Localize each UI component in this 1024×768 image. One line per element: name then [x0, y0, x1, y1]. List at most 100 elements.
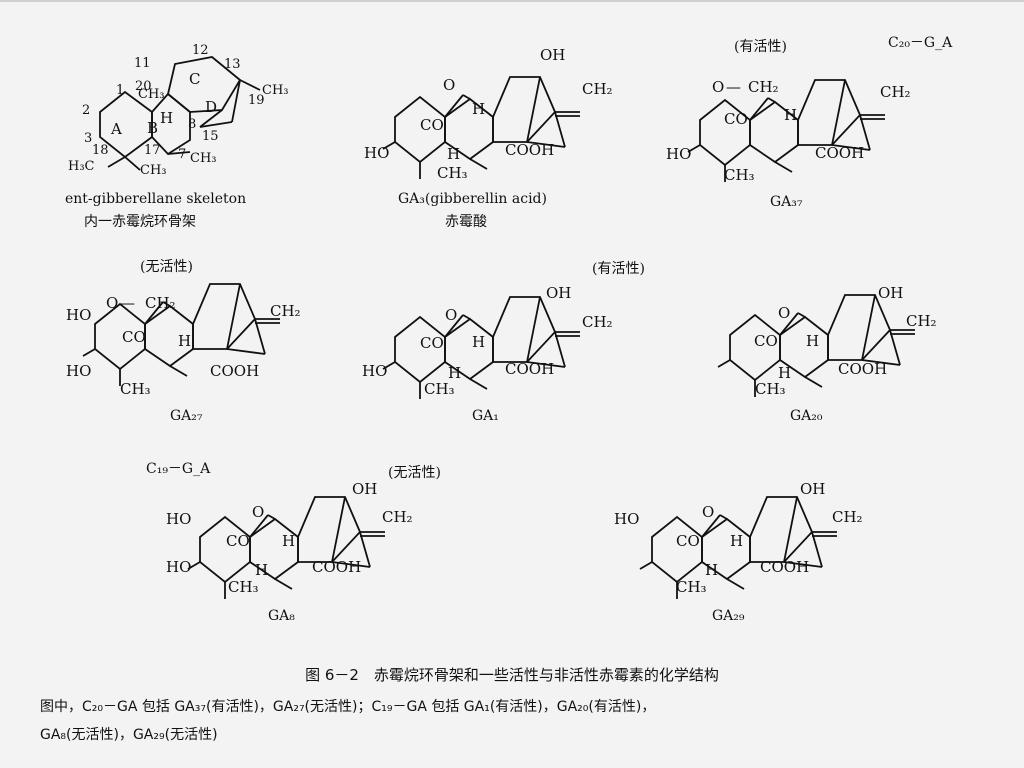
structures-drawing: 11 12 13 20 1 CH₃ 2 3 A B H C D 8 15 7 C…	[65, 43, 937, 624]
figure-note-line-1: 图中，C₂₀－GA 包括 GA₃₇(有活性)，GA₂₇(无活性)；C₁₉－GA …	[40, 699, 656, 715]
svg-text:H: H	[282, 532, 295, 550]
svg-text:OH: OH	[800, 480, 825, 498]
svg-text:OH: OH	[352, 480, 377, 498]
svg-text:CH₃: CH₃	[755, 380, 786, 398]
ga3-structure: HO CO O H H CH₃ COOH OH CH₂ GA₃(gibberel…	[364, 46, 613, 230]
svg-text:COOH: COOH	[815, 144, 864, 162]
svg-text:CO: CO	[420, 334, 444, 352]
svg-text:COOH: COOH	[312, 558, 361, 576]
svg-text:CH₃: CH₃	[437, 164, 468, 182]
svg-text:CO: CO	[122, 328, 146, 346]
svg-text:O: O	[252, 503, 264, 521]
svg-text:H: H	[447, 145, 460, 163]
svg-text:CO: CO	[226, 532, 250, 550]
svg-text:D: D	[205, 98, 217, 116]
ga27-activity-label: (无活性)	[140, 259, 193, 275]
ga8-activity-label: (无活性)	[388, 465, 441, 481]
svg-text:COOH: COOH	[505, 141, 554, 159]
svg-text:1: 1	[116, 83, 124, 98]
svg-text:OH: OH	[546, 284, 571, 302]
svg-text:CH₂: CH₂	[582, 80, 613, 98]
svg-text:O: O	[702, 503, 714, 521]
svg-text:2: 2	[82, 103, 90, 118]
ga29-name: GA₂₉	[712, 608, 745, 624]
svg-text:HO: HO	[362, 362, 387, 380]
svg-text:H: H	[255, 561, 268, 579]
svg-text:20: 20	[135, 79, 152, 94]
ga20-name: GA₂₀	[790, 408, 823, 424]
svg-text:15: 15	[202, 129, 219, 144]
svg-text:CH₂: CH₂	[382, 508, 413, 526]
svg-text:CO: CO	[676, 532, 700, 550]
svg-text:CO: CO	[724, 110, 748, 128]
ga1-structure: HO CO O H H CH₃ COOH OH CH₂ GA₁	[362, 284, 613, 424]
svg-text:CH₃: CH₃	[190, 151, 217, 166]
svg-text:H: H	[806, 332, 819, 350]
svg-text:COOH: COOH	[210, 362, 259, 380]
ga27-name: GA₂₇	[170, 408, 203, 424]
svg-text:COOH: COOH	[838, 360, 887, 378]
svg-text:CH₂: CH₂	[832, 508, 863, 526]
svg-text:CO: CO	[754, 332, 778, 350]
skeleton-name-zh: 内一赤霉烷环骨架	[84, 214, 196, 230]
c20-ga-label: C₂₀－G_A	[888, 35, 953, 51]
ga29-structure: HO CO O H H CH₃ COOH OH CH₂ GA₂₉	[614, 480, 863, 624]
svg-text:OH: OH	[878, 284, 903, 302]
ga8-name: GA₈	[268, 608, 295, 624]
svg-text:13: 13	[224, 57, 241, 72]
svg-text:CH₃: CH₃	[120, 380, 151, 398]
ga20-structure: CO O H H CH₃ COOH OH CH₂ GA₂₀	[717, 284, 937, 424]
svg-text:CH₃: CH₃	[228, 578, 259, 596]
ga8-structure: HO HO CO O H H CH₃ COOH OH CH₂ GA₈	[166, 480, 413, 624]
svg-text:H: H	[472, 100, 485, 118]
svg-text:A: A	[110, 120, 122, 138]
svg-text:H: H	[448, 364, 461, 382]
svg-text:CH₂: CH₂	[270, 302, 301, 320]
svg-text:—: —	[726, 78, 741, 96]
svg-text:HO: HO	[66, 306, 91, 324]
svg-text:CH₂: CH₂	[748, 78, 779, 96]
svg-text:—: —	[120, 294, 135, 312]
svg-text:CH₃: CH₃	[140, 163, 167, 178]
svg-text:O: O	[443, 76, 455, 94]
figure-caption: 图 6－2 赤霉烷环骨架和一些活性与非活性赤霉素的化学结构	[305, 666, 719, 684]
skeleton-structure: 11 12 13 20 1 CH₃ 2 3 A B H C D 8 15 7 C…	[65, 43, 289, 230]
c19-ga-label: C₁₉－G_A	[146, 461, 211, 477]
svg-text:H: H	[730, 532, 743, 550]
svg-text:CH₃: CH₃	[676, 578, 707, 596]
svg-text:H: H	[778, 364, 791, 382]
svg-text:O: O	[778, 304, 790, 322]
ga3-name: GA₃(gibberellin acid)	[398, 191, 547, 207]
svg-text:CH₃: CH₃	[724, 166, 755, 184]
svg-text:OH: OH	[540, 46, 565, 64]
svg-text:HO: HO	[364, 144, 389, 162]
ga37-activity-label: (有活性)	[734, 39, 787, 55]
svg-text:HO: HO	[66, 362, 91, 380]
svg-text:H: H	[178, 332, 191, 350]
svg-text:COOH: COOH	[505, 360, 554, 378]
svg-text:11: 11	[134, 56, 151, 71]
svg-text:H₃C: H₃C	[68, 159, 95, 174]
ga1-name: GA₁	[472, 408, 499, 424]
svg-text:H: H	[472, 333, 485, 351]
ga1-activity-label: (有活性)	[592, 261, 645, 277]
svg-text:H: H	[160, 109, 173, 127]
svg-text:H: H	[784, 106, 797, 124]
svg-text:CH₂: CH₂	[880, 83, 911, 101]
svg-text:HO: HO	[166, 510, 191, 528]
svg-text:18: 18	[92, 143, 109, 158]
svg-text:HO: HO	[614, 510, 639, 528]
svg-text:O: O	[106, 294, 118, 312]
svg-text:HO: HO	[166, 558, 191, 576]
svg-text:CH₃: CH₃	[262, 83, 289, 98]
svg-text:3: 3	[84, 131, 92, 146]
ga37-structure: HO O — CH₂ CO H CH₃ COOH CH₂ GA₃₇	[666, 78, 911, 210]
figure-note-line-2: GA₈(无活性)，GA₂₉(无活性)	[40, 727, 218, 743]
svg-text:CH₃: CH₃	[424, 380, 455, 398]
svg-text:O: O	[445, 306, 457, 324]
svg-text:CH₂: CH₂	[145, 294, 176, 312]
svg-text:B: B	[147, 119, 158, 137]
svg-text:CO: CO	[420, 116, 444, 134]
svg-text:CH₂: CH₂	[906, 312, 937, 330]
